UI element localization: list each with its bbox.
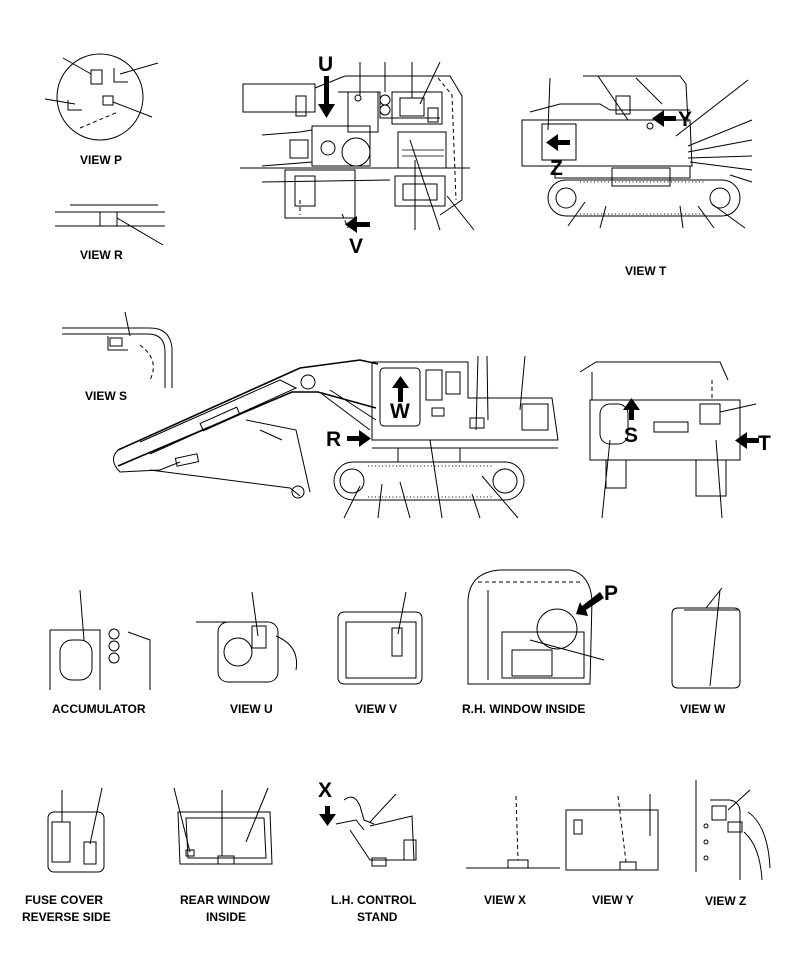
view-t-marker: T bbox=[758, 432, 771, 455]
view-z-marker: Z bbox=[550, 157, 563, 180]
machine-front-view: S T bbox=[579, 361, 771, 519]
view-r-detail: VIEW R bbox=[55, 204, 165, 262]
accumulator-caption: ACCUMULATOR bbox=[52, 702, 146, 716]
excavator-side-view: W R bbox=[113, 355, 559, 519]
view-s-marker: S bbox=[624, 424, 638, 447]
control-stand-detail: X L.H. CONTROL STAND bbox=[318, 779, 417, 924]
view-r-marker: R bbox=[326, 428, 341, 451]
view-w-detail: VIEW W bbox=[671, 587, 741, 716]
view-z-detail: VIEW Z bbox=[695, 780, 771, 908]
view-u-marker: U bbox=[318, 53, 333, 76]
view-t-caption: VIEW T bbox=[625, 264, 667, 278]
view-s-caption: VIEW S bbox=[85, 389, 127, 403]
view-y-marker: Y bbox=[678, 108, 692, 131]
control-stand-caption-2: STAND bbox=[357, 910, 398, 924]
view-z-caption: VIEW Z bbox=[705, 894, 746, 908]
machine-rear-view: Y Z VIEW T bbox=[521, 75, 753, 278]
view-p-detail: VIEW P bbox=[44, 53, 159, 167]
view-r-caption: VIEW R bbox=[80, 248, 123, 262]
view-v-detail: VIEW V bbox=[337, 591, 423, 716]
accumulator-detail: ACCUMULATOR bbox=[49, 589, 151, 716]
rh-window-caption: R.H. WINDOW INSIDE bbox=[462, 702, 585, 716]
control-stand-caption-1: L.H. CONTROL bbox=[331, 893, 416, 907]
machine-top-view: U V bbox=[240, 53, 475, 258]
view-x-caption: VIEW X bbox=[484, 893, 526, 907]
view-x-marker: X bbox=[318, 779, 332, 802]
view-y-caption: VIEW Y bbox=[592, 893, 634, 907]
rear-window-detail: REAR WINDOW INSIDE bbox=[173, 787, 273, 924]
view-u-detail: VIEW U bbox=[196, 591, 298, 716]
view-w-marker: W bbox=[390, 400, 410, 423]
view-p-caption: VIEW P bbox=[80, 153, 122, 167]
fuse-cover-caption-2: REVERSE SIDE bbox=[22, 910, 111, 924]
fuse-cover-detail: FUSE COVER REVERSE SIDE bbox=[22, 787, 111, 924]
view-w-caption: VIEW W bbox=[680, 702, 726, 716]
view-y-detail: VIEW Y bbox=[565, 794, 659, 907]
view-x-detail: VIEW X bbox=[466, 795, 560, 907]
rh-window-detail: P R.H. WINDOW INSIDE bbox=[462, 569, 618, 716]
view-v-marker: V bbox=[349, 235, 363, 258]
rear-window-caption-2: INSIDE bbox=[206, 910, 246, 924]
view-v-caption: VIEW V bbox=[355, 702, 397, 716]
fuse-cover-caption-1: FUSE COVER bbox=[25, 893, 103, 907]
view-p-marker: P bbox=[604, 582, 618, 605]
view-u-caption: VIEW U bbox=[230, 702, 273, 716]
view-s-detail: VIEW S bbox=[62, 311, 173, 403]
rear-window-caption-1: REAR WINDOW bbox=[180, 893, 271, 907]
